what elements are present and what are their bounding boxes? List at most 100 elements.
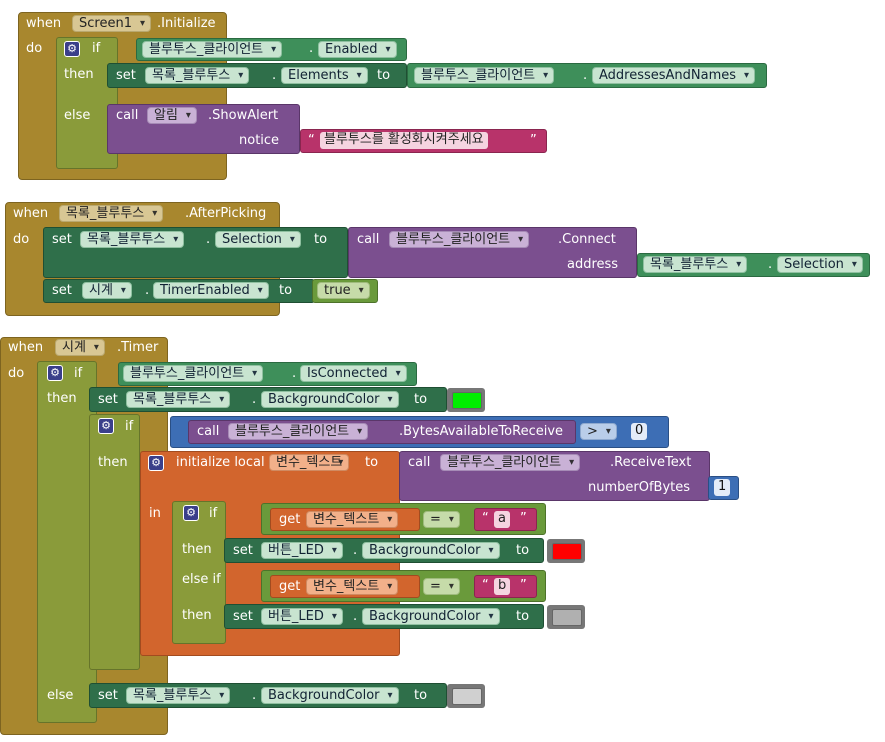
bluetooth-client-dropdown[interactable]: 블루투스_클라이언트 — [123, 365, 264, 382]
gear-icon[interactable]: ⚙ — [47, 365, 63, 381]
call-label: call — [357, 232, 380, 247]
dot-label: . — [309, 41, 314, 56]
to-label: to — [414, 392, 428, 407]
dot-label: . — [272, 68, 277, 83]
notice-text-value[interactable]: 블루투스를 활성화시켜주세요 — [320, 132, 488, 149]
addresses-property-dropdown[interactable]: AddressesAndNames — [592, 67, 756, 84]
background-color-property-dropdown[interactable]: BackgroundColor — [362, 542, 500, 559]
background-color-property-dropdown[interactable]: BackgroundColor — [261, 687, 399, 704]
when-label: when — [26, 16, 62, 31]
set-label: set — [52, 232, 72, 247]
notifier-dropdown[interactable]: 알림 — [147, 107, 197, 124]
bytes-available-method-label: .BytesAvailableToReceive — [399, 424, 564, 439]
gear-icon[interactable]: ⚙ — [148, 455, 164, 471]
background-color-property-dropdown[interactable]: BackgroundColor — [261, 391, 399, 408]
selection-property-dropdown[interactable]: Selection — [215, 231, 301, 248]
equals-operator-dropdown[interactable]: = — [423, 578, 460, 595]
bluetooth-client-dropdown[interactable]: 블루투스_클라이언트 — [440, 454, 581, 471]
list-bluetooth-dropdown[interactable]: 목록_블루투스 — [145, 67, 250, 84]
dot-label: . — [206, 232, 211, 247]
then-label: then — [47, 391, 77, 406]
set-label: set — [98, 392, 118, 407]
to-label: to — [314, 232, 328, 247]
set-label: set — [233, 609, 253, 624]
address-param-label: address — [567, 257, 619, 272]
when-label: when — [8, 340, 44, 355]
connect-method-label: .Connect — [558, 232, 616, 247]
quote-close-label: ” — [520, 578, 527, 593]
number-one-value[interactable]: 1 — [714, 479, 731, 496]
list-bluetooth-dropdown[interactable]: 목록_블루투스 — [126, 391, 231, 408]
is-connected-property-dropdown[interactable]: IsConnected — [300, 365, 407, 382]
to-label: to — [414, 688, 428, 703]
if-label: if — [92, 41, 101, 56]
dot-label: . — [583, 68, 588, 83]
number-zero-value[interactable]: 0 — [631, 423, 648, 440]
equals-operator-dropdown[interactable]: = — [423, 511, 460, 528]
show-alert-method-label: .ShowAlert — [208, 108, 279, 123]
bluetooth-client-dropdown[interactable]: 블루투스_클라이언트 — [228, 423, 369, 440]
if-else-block[interactable] — [37, 361, 97, 723]
set-label: set — [233, 543, 253, 558]
led-button-dropdown[interactable]: 버튼_LED — [261, 608, 343, 625]
red-color-swatch — [552, 543, 582, 560]
to-label: to — [365, 455, 379, 470]
dot-label: . — [353, 543, 358, 558]
get-label: get — [279, 579, 301, 594]
then-label: then — [64, 67, 94, 82]
true-value-dropdown[interactable]: true — [317, 282, 370, 299]
dot-label: . — [292, 366, 297, 381]
call-label: call — [116, 108, 139, 123]
quote-open-label: “ — [482, 511, 489, 526]
bluetooth-client-dropdown[interactable]: 블루투스_클라이언트 — [414, 67, 555, 84]
clock-component-dropdown[interactable]: 시계 — [55, 339, 105, 356]
list-bluetooth-dropdown[interactable]: 목록_블루투스 — [643, 256, 748, 273]
text-b-value[interactable]: b — [494, 578, 511, 595]
show-alert-call-block[interactable] — [107, 104, 300, 154]
list-bluetooth-dropdown[interactable]: 목록_블루투스 — [126, 687, 231, 704]
number-of-bytes-param-label: numberOfBytes — [588, 480, 691, 495]
if-elseif-block[interactable] — [172, 501, 226, 644]
text-a-value[interactable]: a — [494, 511, 510, 528]
else-label: else — [47, 688, 74, 703]
lightgray-color-swatch — [452, 688, 482, 705]
timer-enabled-property-dropdown[interactable]: TimerEnabled — [153, 282, 269, 299]
after-picking-event-label: .AfterPicking — [185, 206, 267, 221]
quote-open-label: “ — [308, 133, 315, 148]
quote-open-label: “ — [482, 578, 489, 593]
receive-text-method-label: .ReceiveText — [610, 455, 692, 470]
bluetooth-client-dropdown[interactable]: 블루투스_클라이언트 — [389, 231, 530, 248]
gear-icon[interactable]: ⚙ — [98, 418, 114, 434]
local-variable-name-field[interactable]: 변수_텍스트 — [269, 454, 350, 471]
if-label: if — [74, 366, 83, 381]
variable-name-dropdown[interactable]: 변수_텍스트 — [306, 511, 399, 528]
greater-than-operator-dropdown[interactable]: > — [580, 423, 617, 440]
selection-property-dropdown[interactable]: Selection — [777, 256, 863, 273]
in-label: in — [149, 506, 161, 521]
do-label: do — [13, 232, 30, 247]
background-color-property-dropdown[interactable]: BackgroundColor — [362, 608, 500, 625]
timer-event-label: .Timer — [117, 340, 159, 355]
to-label: to — [516, 609, 530, 624]
call-label: call — [408, 455, 431, 470]
led-button-dropdown[interactable]: 버튼_LED — [261, 542, 343, 559]
variable-name-dropdown[interactable]: 변수_텍스트 — [306, 578, 399, 595]
bluetooth-client-dropdown[interactable]: 블루투스_클라이언트 — [142, 41, 283, 58]
set-label: set — [116, 68, 136, 83]
gear-icon[interactable]: ⚙ — [183, 505, 199, 521]
to-label: to — [516, 543, 530, 558]
list-bluetooth-component-dropdown[interactable]: 목록_블루투스 — [59, 205, 164, 222]
enabled-property-dropdown[interactable]: Enabled — [318, 41, 397, 58]
list-bluetooth-dropdown[interactable]: 목록_블루투스 — [80, 231, 185, 248]
quote-close-label: ” — [520, 511, 527, 526]
elements-property-dropdown[interactable]: Elements — [281, 67, 368, 84]
notice-param-label: notice — [239, 133, 280, 148]
gear-icon[interactable]: ⚙ — [64, 41, 80, 57]
if-label: if — [209, 506, 218, 521]
screen1-component-dropdown[interactable]: Screen1 — [72, 15, 151, 32]
clock-dropdown[interactable]: 시계 — [82, 282, 132, 299]
then-label: then — [98, 455, 128, 470]
inner-if-block[interactable] — [89, 414, 140, 670]
dot-label: . — [145, 283, 150, 298]
get-label: get — [279, 512, 301, 527]
